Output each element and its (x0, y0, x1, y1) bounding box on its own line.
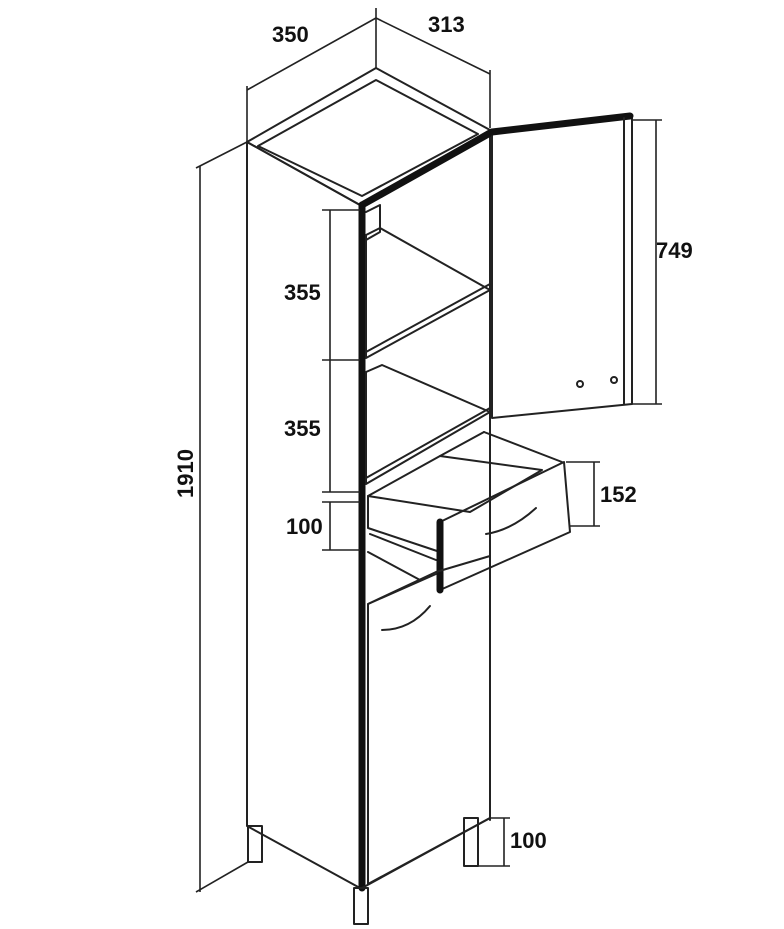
dim-height-ext-top (195, 141, 248, 169)
lower-door-top (367, 573, 437, 605)
dim-height-ext-bottom (195, 861, 249, 893)
lower-door-handle-icon (381, 605, 431, 631)
cabinet-top-panel (246, 67, 491, 206)
lower-door (367, 551, 491, 885)
lower-cavity-line (367, 551, 421, 581)
leg-front-right (353, 887, 369, 925)
label-drawer-gap: 100 (286, 514, 323, 539)
drawer-box-side (367, 495, 441, 553)
shelf-middle (365, 364, 491, 485)
drawer-open (367, 431, 571, 594)
leg-back-right (463, 817, 479, 867)
drawer-back (439, 431, 485, 457)
label-leg-height: 100 (510, 828, 547, 853)
dimension-lines (195, 8, 662, 893)
legs (247, 817, 479, 925)
shelf-upper-edge (365, 283, 491, 353)
upper-door-panel (491, 115, 633, 419)
drawer-front-panel (439, 461, 571, 591)
leg-front-left (247, 825, 263, 863)
shelves (365, 227, 491, 485)
label-width: 313 (428, 12, 465, 37)
dim-depth-line (246, 17, 377, 91)
door-hinge-dot (576, 380, 584, 388)
drawer-box-inner (367, 455, 543, 513)
label-shelf-upper: 355 (284, 280, 321, 305)
drawer-back2 (483, 431, 563, 463)
cabinet-inner-top (365, 204, 381, 241)
lower-door-panel (367, 555, 491, 885)
label-drawer-front: 152 (600, 482, 637, 507)
label-depth: 350 (272, 22, 309, 47)
cabinet-body (246, 67, 496, 892)
drawer-handle-icon (485, 507, 537, 535)
label-height: 1910 (173, 449, 198, 498)
upper-door-top-edge (488, 112, 634, 136)
upper-door-open (488, 112, 634, 419)
drawer-runner (369, 533, 437, 561)
shelf-upper (365, 227, 491, 359)
label-door-height: 749 (656, 238, 693, 263)
cabinet-top-front-edge (358, 128, 496, 209)
shelf-middle-edge (365, 407, 491, 479)
dim-width-line (375, 17, 491, 75)
dimension-labels: 350 313 1910 355 355 100 749 152 100 (173, 12, 693, 853)
label-shelf-lower: 355 (284, 416, 321, 441)
door-hinge-dot (610, 376, 618, 384)
cabinet-top-inner (257, 79, 479, 197)
